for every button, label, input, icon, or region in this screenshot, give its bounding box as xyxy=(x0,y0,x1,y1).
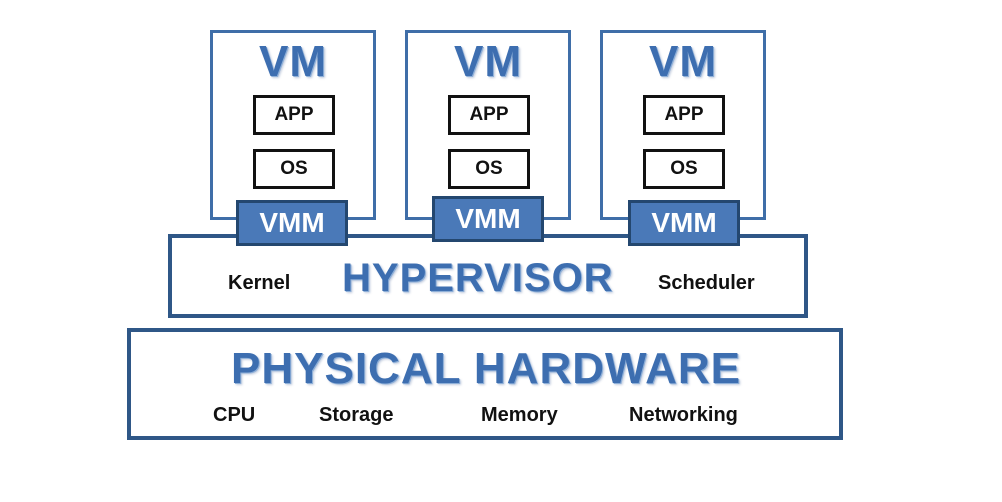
networking-label: Networking xyxy=(629,404,738,426)
hardware-title: PHYSICAL HARDWARE xyxy=(231,344,742,393)
cpu-label: CPU xyxy=(213,404,256,426)
vmm-box-2: VMM xyxy=(432,196,544,242)
vm-box-3: VM APP OS xyxy=(600,30,766,220)
os-box: OS xyxy=(253,149,335,189)
vm-title: VM xyxy=(454,37,522,86)
app-box: APP xyxy=(253,95,335,135)
kernel-label: Kernel xyxy=(228,272,291,294)
hypervisor-layer: Kernel HYPERVISOR Scheduler xyxy=(168,234,808,318)
vm-box-1: VM APP OS xyxy=(210,30,376,220)
vm-title: VM xyxy=(649,37,717,86)
os-box: OS xyxy=(643,149,725,189)
physical-hardware-layer: PHYSICAL HARDWARE CPU Storage Memory Net… xyxy=(127,328,843,440)
vmm-box-3: VMM xyxy=(628,200,740,246)
hypervisor-title: HYPERVISOR xyxy=(342,256,614,300)
memory-label: Memory xyxy=(481,404,558,426)
vm-box-2: VM APP OS xyxy=(405,30,571,220)
vmm-box-1: VMM xyxy=(236,200,348,246)
storage-label: Storage xyxy=(319,404,394,426)
app-box: APP xyxy=(643,95,725,135)
app-box: APP xyxy=(448,95,530,135)
os-box: OS xyxy=(448,149,530,189)
scheduler-label: Scheduler xyxy=(658,272,755,294)
vm-title: VM xyxy=(259,37,327,86)
